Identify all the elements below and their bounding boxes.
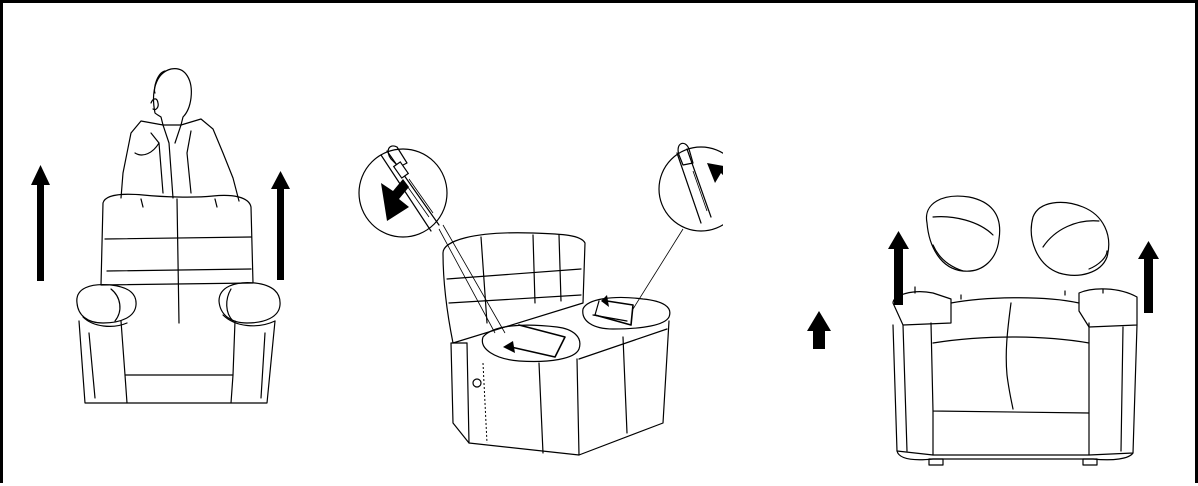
person-figure — [121, 69, 239, 201]
sofa-base — [893, 287, 1137, 465]
arm-cap-right — [1031, 202, 1108, 275]
panel-lift-back — [3, 3, 323, 486]
rotate-arrow-icon — [503, 325, 565, 357]
up-arrow-icon — [271, 171, 290, 280]
up-arrow-icon — [1138, 241, 1159, 313]
panel-lift-arm-caps — [793, 3, 1193, 486]
zipper-detail-left — [359, 146, 505, 333]
recliner-chair — [77, 194, 280, 403]
up-arrow-icon — [381, 179, 409, 221]
panel-unzip-arms — [343, 3, 723, 486]
up-arrow-icon — [807, 311, 831, 349]
arm-cap-left — [926, 196, 999, 271]
up-arrow-icon — [707, 163, 723, 199]
up-arrow-icon — [31, 165, 50, 281]
recliner-chair — [443, 233, 670, 455]
zipper-detail-right — [633, 143, 723, 309]
